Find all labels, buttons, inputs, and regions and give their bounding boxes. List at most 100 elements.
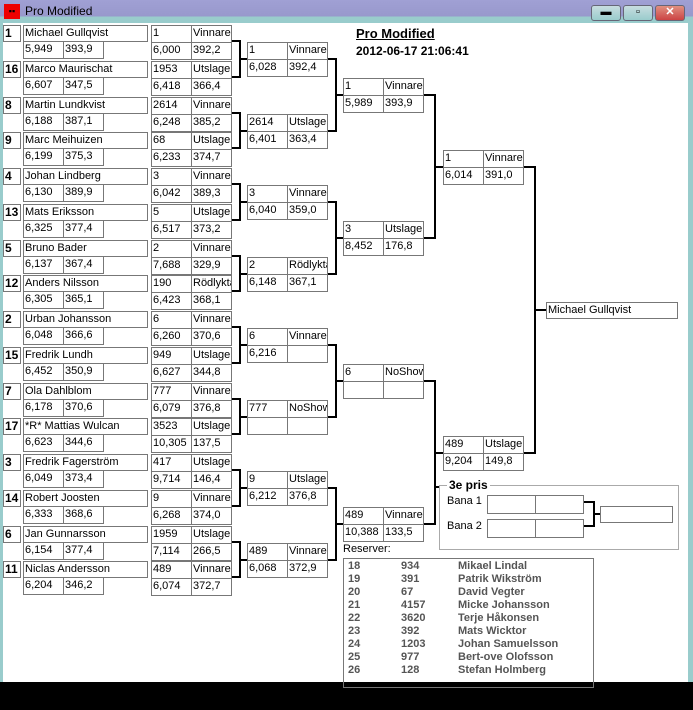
round1-result-number[interactable]: 68 (151, 132, 192, 150)
close-button[interactable]: ✕ (655, 5, 685, 21)
reaction-time-field[interactable]: 6,199 (23, 148, 64, 166)
round1-result-speed[interactable]: 373,2 (191, 221, 232, 239)
final-winner-field[interactable]: Michael Gullqvist (546, 302, 678, 319)
round1-result-time[interactable]: 7,114 (151, 543, 192, 561)
round1-result-speed[interactable]: 146,4 (191, 471, 232, 489)
round1-result-time[interactable]: 6,418 (151, 78, 192, 96)
round2-result-status[interactable]: Vinnare (287, 185, 328, 203)
round1-result-speed[interactable]: 374,7 (191, 149, 232, 167)
round1-result-number[interactable]: 777 (151, 383, 192, 401)
round1-result-status[interactable]: Vinnare (191, 311, 232, 329)
round1-result-number[interactable]: 9 (151, 490, 192, 508)
round2-result-number[interactable]: 2 (247, 257, 288, 275)
round1-result-speed[interactable]: 385,2 (191, 114, 232, 132)
round1-result-status[interactable]: Utslagen (191, 454, 232, 472)
reaction-time-field[interactable]: 6,154 (23, 542, 64, 560)
qualifying-speed-field[interactable]: 375,3 (63, 148, 104, 166)
round2-result-speed[interactable]: 392,4 (287, 59, 328, 77)
round2-result-status[interactable]: Utslagen (287, 471, 328, 489)
title-bar[interactable]: ▪▪ Pro Modified ▬ ▫ ✕ (0, 0, 693, 22)
round1-result-number[interactable]: 1953 (151, 61, 192, 79)
round1-result-number[interactable]: 3 (151, 168, 192, 186)
qualifying-speed-field[interactable]: 365,1 (63, 291, 104, 309)
reaction-time-field[interactable]: 6,452 (23, 363, 64, 381)
driver-name-field[interactable]: Fredrik Lundh (23, 347, 148, 364)
lane1-speed-field[interactable] (535, 495, 584, 514)
round1-result-status[interactable]: Vinnare (191, 383, 232, 401)
lane2-speed-field[interactable] (535, 519, 584, 538)
round2-result-time[interactable] (247, 417, 288, 435)
driver-name-field[interactable]: Robert Joosten (23, 490, 148, 507)
round3-result-speed[interactable]: 133,5 (383, 524, 424, 542)
round1-result-number[interactable]: 489 (151, 561, 192, 579)
round1-result-speed[interactable]: 344,8 (191, 364, 232, 382)
round1-result-speed[interactable]: 389,3 (191, 185, 232, 203)
round1-result-status[interactable]: Vinnare (191, 490, 232, 508)
round4-result-status[interactable]: Utslagen (483, 436, 524, 454)
driver-name-field[interactable]: Martin Lundkvist (23, 97, 148, 114)
driver-name-field[interactable]: Mats Eriksson (23, 204, 148, 221)
round1-result-number[interactable]: 1 (151, 25, 192, 43)
round3-result-time[interactable]: 10,388 (343, 524, 384, 542)
round2-result-number[interactable]: 489 (247, 543, 288, 561)
reaction-time-field[interactable]: 6,325 (23, 220, 64, 238)
round1-result-speed[interactable]: 266,5 (191, 543, 232, 561)
driver-name-field[interactable]: Michael Gullqvist (23, 25, 148, 42)
round1-result-status[interactable]: Utslagen (191, 347, 232, 365)
round3-result-time[interactable]: 8,452 (343, 238, 384, 256)
round1-result-number[interactable]: 6 (151, 311, 192, 329)
round1-result-time[interactable]: 7,688 (151, 257, 192, 275)
round1-result-number[interactable]: 2614 (151, 97, 192, 115)
driver-name-field[interactable]: Marco Maurischat (23, 61, 148, 78)
round2-result-number[interactable]: 2614 (247, 114, 288, 132)
round1-result-time[interactable]: 6,233 (151, 149, 192, 167)
driver-name-field[interactable]: Niclas Andersson (23, 561, 148, 578)
round2-result-number[interactable]: 9 (247, 471, 288, 489)
round2-result-status[interactable]: Utslagen (287, 114, 328, 132)
round2-result-speed[interactable]: 367,1 (287, 274, 328, 292)
round1-result-speed[interactable]: 366,4 (191, 78, 232, 96)
round2-result-speed[interactable] (287, 417, 328, 435)
round1-result-speed[interactable]: 376,8 (191, 400, 232, 418)
qualifying-speed-field[interactable]: 377,4 (63, 220, 104, 238)
driver-name-field[interactable]: Johan Lindberg (23, 168, 148, 185)
round2-result-time[interactable]: 6,028 (247, 59, 288, 77)
round4-result-status[interactable]: Vinnare (483, 150, 524, 168)
round1-result-status[interactable]: Vinnare (191, 97, 232, 115)
round1-result-time[interactable]: 9,714 (151, 471, 192, 489)
reaction-time-field[interactable]: 6,204 (23, 577, 64, 595)
driver-name-field[interactable]: Ola Dahlblom (23, 383, 148, 400)
round2-result-speed[interactable]: 372,9 (287, 560, 328, 578)
round1-result-number[interactable]: 949 (151, 347, 192, 365)
round4-result-time[interactable]: 9,204 (443, 453, 484, 471)
round4-result-time[interactable]: 6,014 (443, 167, 484, 185)
round2-result-status[interactable]: Vinnare (287, 42, 328, 60)
round4-result-speed[interactable]: 149,8 (483, 453, 524, 471)
round3-result-number[interactable]: 1 (343, 78, 384, 96)
round1-result-status[interactable]: Utslagen (191, 61, 232, 79)
round2-result-time[interactable]: 6,040 (247, 202, 288, 220)
qualifying-speed-field[interactable]: 368,6 (63, 506, 104, 524)
third-place-winner-field[interactable] (600, 506, 673, 523)
driver-name-field[interactable]: Fredrik Fagerström (23, 454, 148, 471)
round1-result-time[interactable]: 6,042 (151, 185, 192, 203)
round1-result-speed[interactable]: 368,1 (191, 292, 232, 310)
round1-result-status[interactable]: Utslagen (191, 204, 232, 222)
round1-result-number[interactable]: 417 (151, 454, 192, 472)
round1-result-number[interactable]: 2 (151, 240, 192, 258)
qualifying-speed-field[interactable]: 346,2 (63, 577, 104, 595)
qualifying-speed-field[interactable]: 347,5 (63, 77, 104, 95)
round2-result-status[interactable]: Rödlyktan (287, 257, 328, 275)
reaction-time-field[interactable]: 6,607 (23, 77, 64, 95)
round1-result-time[interactable]: 10,305 (151, 435, 192, 453)
round2-result-time[interactable]: 6,068 (247, 560, 288, 578)
round2-result-time[interactable]: 6,148 (247, 274, 288, 292)
round2-result-time[interactable]: 6,401 (247, 131, 288, 149)
round2-result-number[interactable]: 1 (247, 42, 288, 60)
reaction-time-field[interactable]: 6,048 (23, 327, 64, 345)
reaction-time-field[interactable]: 6,049 (23, 470, 64, 488)
qualifying-speed-field[interactable]: 389,9 (63, 184, 104, 202)
qualifying-speed-field[interactable]: 370,6 (63, 399, 104, 417)
round3-result-time[interactable]: 5,989 (343, 95, 384, 113)
